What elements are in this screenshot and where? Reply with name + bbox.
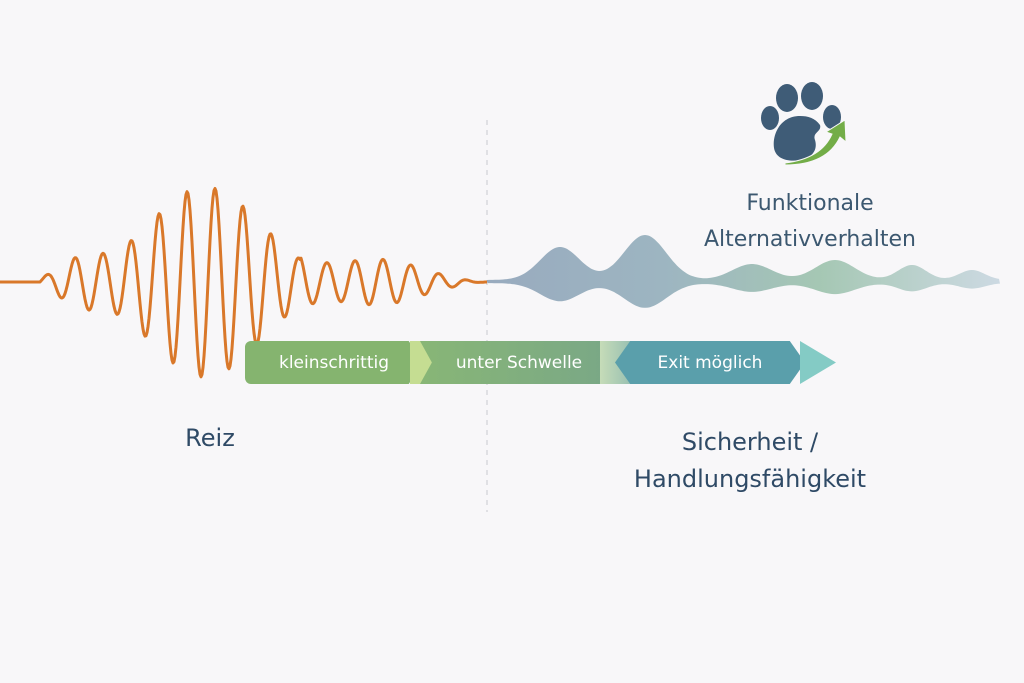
paw-with-arrow-icon [761, 82, 847, 166]
step-label: unter Schwelle [455, 352, 583, 373]
calm-wave [487, 235, 1000, 308]
label-line: Alternativverhalten [703, 227, 917, 252]
label-line: Handlungsfähigkeit [633, 465, 867, 493]
label-alternativverhalten: Funktionale Alternativverhalten [660, 186, 960, 258]
step-exit-moeglich: Exit möglich [615, 341, 805, 384]
step-unter-schwelle: unter Schwelle [420, 341, 618, 384]
step-label: Exit möglich [657, 352, 763, 373]
label-line: Sicherheit / [681, 428, 819, 456]
label-sicherheit: Sicherheit / Handlungsfähigkeit [590, 424, 910, 498]
label-line: Funktionale [746, 191, 874, 216]
step-kleinschrittig: kleinschrittig [245, 341, 423, 384]
stimulus-wave [0, 187, 488, 379]
step-label: kleinschrittig [278, 352, 390, 373]
label-reiz: Reiz [185, 424, 235, 452]
